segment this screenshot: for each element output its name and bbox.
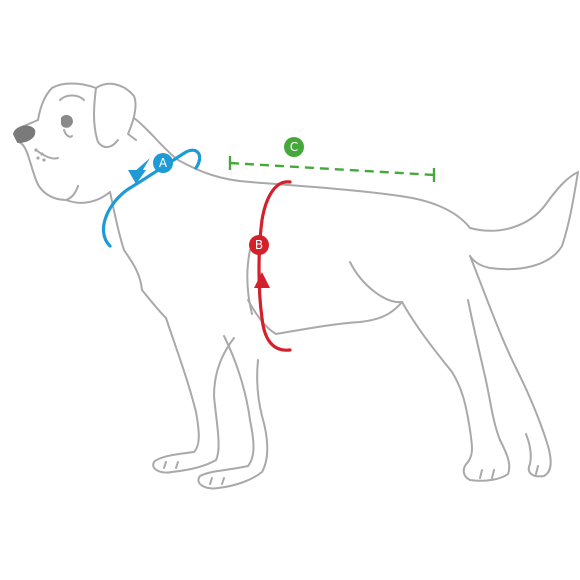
dog-eye (61, 114, 73, 128)
dog-ear-outline (93, 87, 119, 148)
neck-measurement-marker: A (102, 148, 202, 248)
dog-back-outline (133, 117, 471, 229)
dog-hind-leg-far (469, 255, 552, 478)
dog-thigh-line (349, 261, 403, 304)
dog-chest-fold (246, 249, 253, 315)
back-measurement-marker: C (228, 137, 436, 182)
chest-badge (249, 235, 269, 255)
dog-eye-fold (63, 129, 73, 138)
back-badge-label: C (290, 140, 298, 154)
neck-badge (153, 153, 173, 173)
dog-front-toes (163, 461, 225, 485)
back-badge (284, 137, 304, 157)
neck-arrow-head-tip (128, 170, 146, 184)
dog-belly-outline (247, 299, 403, 335)
dog-nose (13, 125, 36, 143)
dog-brow-wrinkle (59, 94, 85, 101)
dog-front-leg-near (152, 317, 235, 474)
dog-hind-leg-near (401, 299, 511, 482)
dog-front-leg-far (197, 335, 269, 490)
dog-whisker-dots (34, 148, 46, 162)
neck-measurement-arc (102, 148, 202, 248)
dog-illustration (13, 82, 579, 490)
back-measurement-line (229, 161, 435, 177)
dog-hind-toes (479, 465, 539, 479)
chest-badge-label: B (255, 238, 263, 252)
chest-arrow-head (254, 272, 270, 288)
dog-jaw-outline (35, 149, 111, 204)
dog-muzzle-outline (16, 87, 79, 201)
chest-measurement-marker: B (249, 180, 292, 352)
dog-chest-front-outline (109, 191, 167, 319)
neck-badge-label: A (159, 156, 168, 170)
dog-tail-outline (469, 171, 579, 271)
chest-measurement-arc (257, 180, 292, 352)
